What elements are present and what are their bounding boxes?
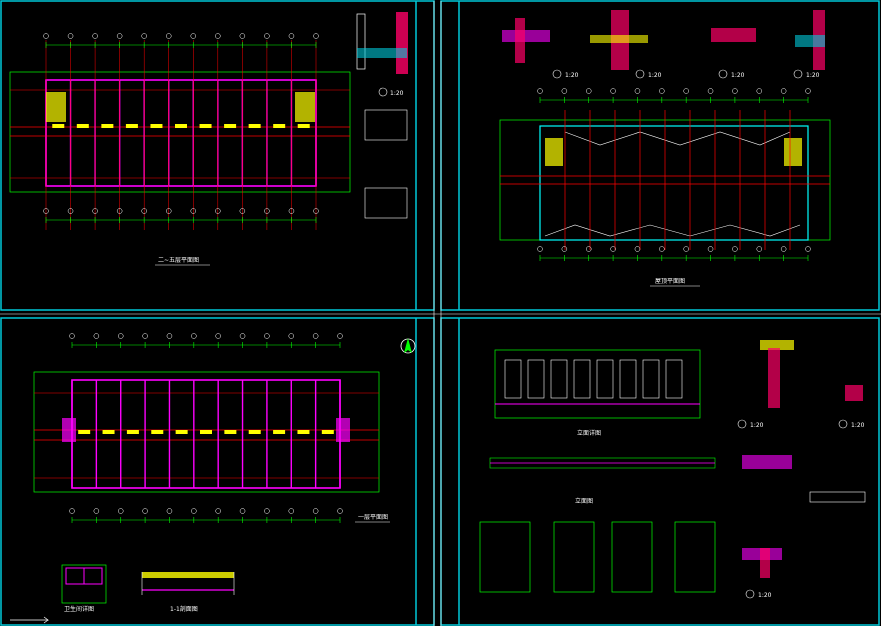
svg-text:1:20: 1:20 xyxy=(758,592,772,599)
toilet-and-section-details: 卫生间详图 1-1剖面图 xyxy=(10,564,235,624)
svg-text:1:20: 1:20 xyxy=(750,422,764,429)
svg-text:卫生间详图: 卫生间详图 xyxy=(64,605,94,613)
svg-text:屋顶平面图: 屋顶平面图 xyxy=(655,278,685,285)
svg-text:1:20: 1:20 xyxy=(565,72,579,79)
svg-text:1:20: 1:20 xyxy=(731,72,745,79)
floor-plan-ground: 一层平面图 xyxy=(33,333,416,523)
bottom-right-details: 1:20 1:20 1:20 xyxy=(479,340,866,599)
svg-text:1:20: 1:20 xyxy=(390,90,404,97)
elevation-detail: 立面详图 立面图 xyxy=(489,349,716,505)
inner-margins xyxy=(415,1,460,625)
north-arrow-icon xyxy=(400,338,416,354)
roof-plan: 屋顶平面图 xyxy=(499,88,831,287)
detail-wall-section-tl: 1:20 xyxy=(356,12,408,219)
roof-details: 1:20 1:20 1:20 1:20 xyxy=(502,10,825,79)
frame-bottom-right xyxy=(440,317,880,626)
svg-text:立面图: 立面图 xyxy=(575,497,593,505)
svg-text:立面详图: 立面详图 xyxy=(577,429,601,437)
dim-chain xyxy=(43,33,319,48)
svg-text:1:20: 1:20 xyxy=(648,72,662,79)
room-labels xyxy=(52,124,310,128)
floor-plan-upper: 二~五层平面图 xyxy=(9,33,351,266)
svg-text:1:20: 1:20 xyxy=(851,422,865,429)
svg-text:1-1剖面图: 1-1剖面图 xyxy=(170,605,198,613)
svg-text:一层平面图: 一层平面图 xyxy=(358,514,388,521)
svg-text:1:20: 1:20 xyxy=(806,72,820,79)
sheet-title-upper: 二~五层平面图 xyxy=(158,257,199,264)
